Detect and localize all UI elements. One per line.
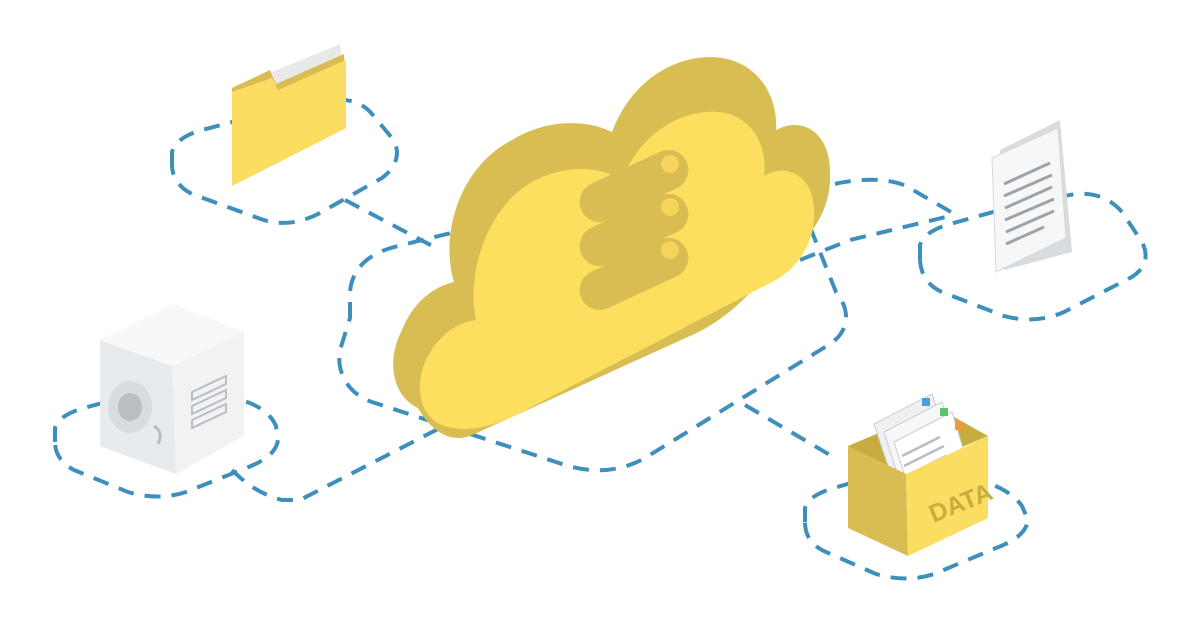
central-connector-loop [337,141,849,473]
folder-paper [272,44,342,86]
data-box-icon: DATA [848,393,997,556]
safe-top [100,304,244,366]
server-unit-3 [579,237,689,311]
document-connector-loop [918,191,1148,322]
server-unit-1 [579,149,689,223]
server-stack-icon [579,149,689,311]
data-box-connector-loop [803,468,1030,581]
safe-right-face [172,332,244,474]
safe-icon [100,304,244,474]
server-led-3 [661,241,679,259]
document-lines [1003,161,1055,246]
data-box-link [743,403,832,457]
folder-front [232,60,346,186]
connectors [53,97,1148,581]
cloud-server-icon [393,57,831,438]
server-led-2 [661,198,679,216]
safe-vents [191,374,227,430]
safe-connector-loop [53,388,280,499]
document-icon [991,120,1072,273]
paper-tag-blue [922,398,930,406]
safe-link [230,426,441,502]
paper-tag-orange [955,422,963,430]
box-right-face [906,436,988,556]
server-led-1 [661,155,679,173]
document-link [834,177,959,218]
folder-link [344,198,441,252]
paper-tag-green [940,408,948,416]
safe-handle [153,424,162,445]
cloud-document-link-lower [774,214,951,272]
server-unit-2 [579,193,689,267]
folder-connector-loop [170,97,399,225]
box-left-face [848,446,908,556]
folder-icon [232,44,346,186]
safe-dial-center [118,393,142,421]
